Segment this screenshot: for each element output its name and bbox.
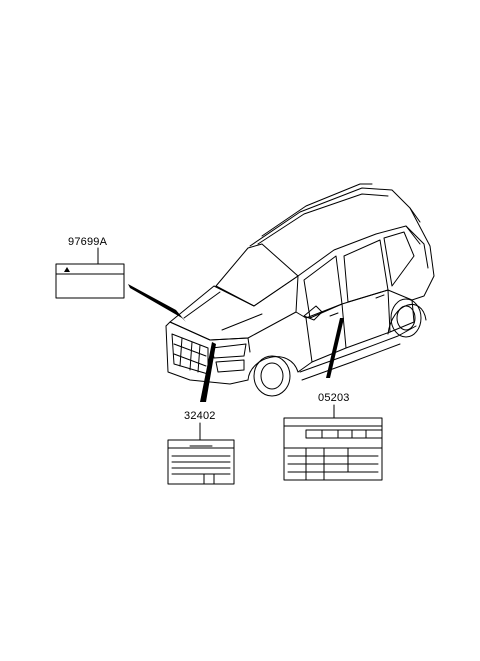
warning-triangle-icon xyxy=(64,267,70,272)
arrow-97699a xyxy=(128,284,186,322)
arrow-32402 xyxy=(200,342,216,402)
suv-outline xyxy=(165,183,435,397)
part-number-32402: 32402 xyxy=(184,410,216,422)
pointer-arrows xyxy=(128,284,344,402)
arrow-05203 xyxy=(326,318,344,378)
label-05203-diagram xyxy=(283,404,383,481)
label-97699a-diagram xyxy=(55,247,125,299)
label-32402-diagram xyxy=(167,422,235,485)
part-number-05203: 05203 xyxy=(318,392,350,404)
part-number-97699a: 97699A xyxy=(68,236,108,248)
